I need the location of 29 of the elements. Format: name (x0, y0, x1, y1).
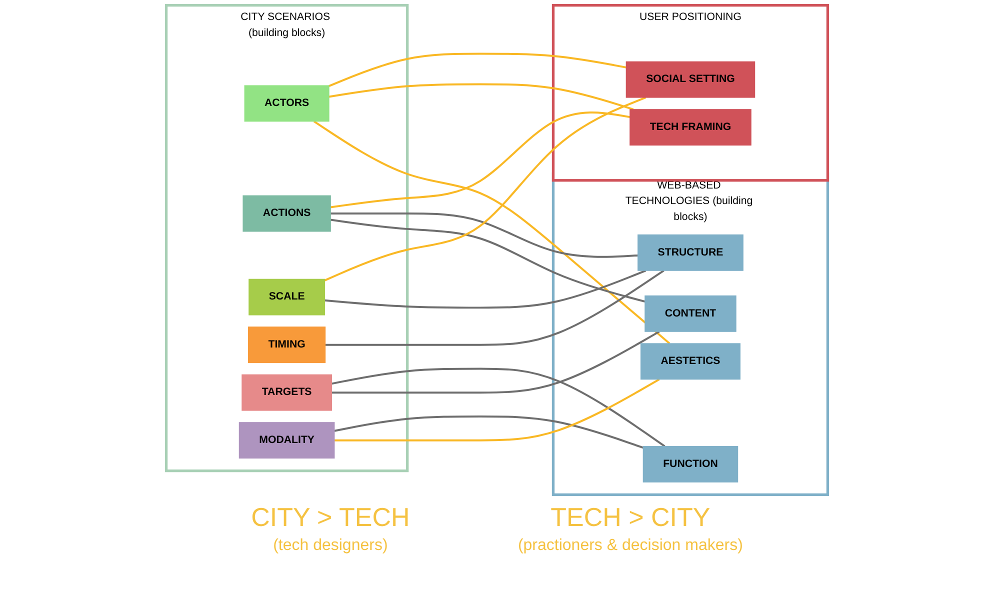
connector (334, 415, 644, 449)
connector (330, 212, 638, 258)
node-box: SOCIAL SETTING (626, 61, 756, 98)
connector (328, 83, 634, 110)
node-box: STRUCTURE (638, 234, 744, 271)
node-box: AESTETICS (640, 343, 740, 380)
connector (324, 96, 646, 282)
node-box: CONTENT (644, 295, 736, 332)
node-box: MODALITY (238, 422, 335, 459)
connector (330, 112, 630, 208)
audience-note: (tech designers) (273, 537, 388, 555)
node-box: ACTORS (244, 85, 330, 122)
connector (313, 120, 670, 344)
node-box: FUNCTION (642, 446, 738, 482)
audience-note: (practioners & decision makers) (518, 537, 743, 555)
node-box: TIMING (248, 326, 326, 364)
connector (331, 368, 666, 448)
connector (332, 330, 660, 394)
connector (334, 378, 660, 442)
connector (330, 218, 646, 303)
connector (328, 52, 626, 87)
node-box: TARGETS (242, 374, 332, 411)
node-box: SCALE (248, 278, 326, 316)
connector (325, 270, 664, 346)
node-box: TECH FRAMING (630, 109, 752, 146)
node-box: ACTIONS (242, 195, 331, 232)
direction-heading: CITY > TECH (251, 502, 410, 533)
direction-heading: TECH > CITY (550, 502, 710, 533)
connector (324, 270, 646, 309)
